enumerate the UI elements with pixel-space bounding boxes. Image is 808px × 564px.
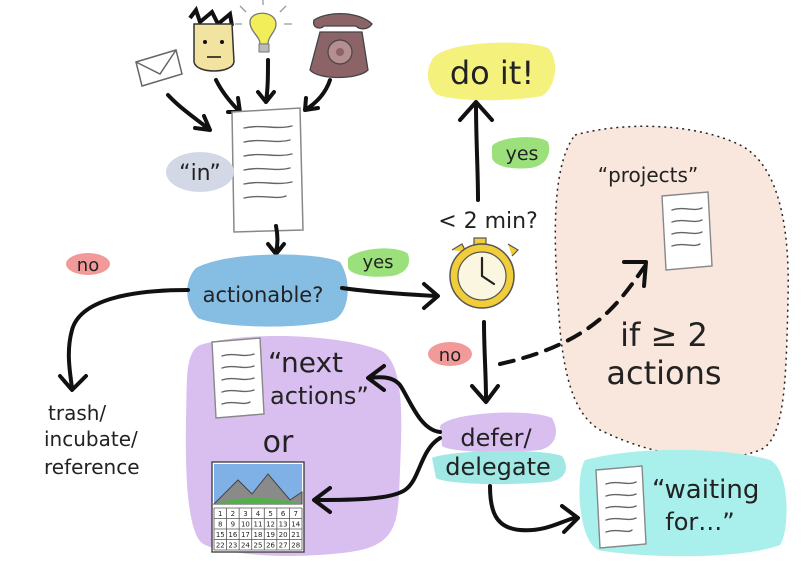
yes-actionable-blob <box>348 248 410 277</box>
stopwatch-icon <box>449 237 519 309</box>
calendar-day: 6 <box>281 510 286 518</box>
yes-two-min-blob <box>492 137 550 169</box>
arrow-email-to-in <box>166 93 212 132</box>
no-two-min-label: no <box>439 345 461 366</box>
no-actionable-blob <box>66 253 110 275</box>
arrow-person-to-in <box>214 78 242 114</box>
calendar-day: 13 <box>279 521 288 529</box>
calendar-day: 16 <box>228 531 237 539</box>
calendar-day: 23 <box>228 542 237 550</box>
calendar-day: 5 <box>268 510 272 518</box>
projects-region <box>554 125 789 460</box>
arrow-to-trash <box>58 288 190 392</box>
calendar-day: 15 <box>216 531 225 539</box>
envelope-icon <box>135 49 183 87</box>
two-min-label: < 2 min? <box>438 209 538 234</box>
if-two-label: if ≥ 2 <box>620 316 708 354</box>
calendar-day: 7 <box>293 510 297 518</box>
arrow-defer-to-next-actions <box>366 364 442 434</box>
calendar-day: 2 <box>231 510 235 518</box>
trash-label-line2: incubate/ <box>44 427 138 451</box>
calendar-day: 27 <box>279 542 288 550</box>
calendar-day: 1 <box>218 510 222 518</box>
trash-label-line3: reference <box>44 455 140 479</box>
next-actions-label-line2: actions” <box>270 382 369 410</box>
calendar-day: 26 <box>266 542 275 550</box>
actionable-label: actionable? <box>203 283 324 307</box>
trash-label-line1: trash/ <box>48 401 106 425</box>
in-label: “in” <box>179 161 221 186</box>
arrow-to-projects <box>498 264 647 366</box>
inbox-document <box>231 107 304 233</box>
waiting-for-label-line1: “waiting <box>652 475 759 505</box>
calendar-day: 3 <box>243 510 247 518</box>
delegate-label: delegate <box>445 453 551 481</box>
calendar-day: 22 <box>216 542 225 550</box>
in-blob <box>166 152 234 192</box>
person-icon <box>188 5 235 72</box>
arrow-to-do-it <box>458 100 494 202</box>
calendar-day: 25 <box>254 542 263 550</box>
actionable-blob <box>187 254 348 327</box>
lightbulb-icon <box>235 0 292 53</box>
do-it-label: do it! <box>450 54 534 92</box>
projects-document <box>661 191 713 271</box>
calendar-day: 4 <box>256 510 261 518</box>
arrow-to-projects-head <box>622 260 648 288</box>
calendar-day: 21 <box>291 531 300 539</box>
yes-actionable-label: yes <box>362 252 393 273</box>
calendar-day: 14 <box>291 521 300 529</box>
next-actions-document <box>211 337 265 419</box>
arrow-delegate-to-waiting <box>488 484 580 534</box>
telephone-icon <box>309 12 373 79</box>
no-two-min-blob <box>428 342 472 366</box>
projects-label: “projects” <box>598 163 699 187</box>
calendar-day: 18 <box>254 531 263 539</box>
calendar-day: 10 <box>241 521 250 529</box>
waiting-for-document <box>595 465 647 549</box>
delegate-blob <box>432 450 566 485</box>
calendar-day: 9 <box>231 521 235 529</box>
calendar-day: 28 <box>291 542 300 550</box>
actions-label: actions <box>606 354 721 392</box>
defer-blob <box>440 412 556 453</box>
arrow-clock-to-defer <box>470 320 500 404</box>
next-actions-label-line1: “next <box>268 346 343 379</box>
calendar-day: 11 <box>254 521 263 529</box>
arrow-defer-to-calendar <box>312 436 442 514</box>
arrow-idea-to-in <box>256 58 276 104</box>
arrow-phone-to-in <box>303 78 332 112</box>
no-actionable-label: no <box>77 255 99 276</box>
calendar-day: 24 <box>241 542 250 550</box>
arrow-in-to-actionable <box>266 224 286 256</box>
calendar-day: 12 <box>266 521 275 529</box>
calendar-day: 20 <box>279 531 288 539</box>
calendar-day: 8 <box>218 521 222 529</box>
arrow-actionable-to-clock <box>340 282 440 310</box>
defer-label: defer/ <box>460 424 532 452</box>
or-label: or <box>263 425 294 460</box>
calendar-day: 17 <box>241 531 250 539</box>
do-it-blob <box>427 42 556 101</box>
waiting-for-label-line2: for…” <box>665 508 734 536</box>
calendar-day: 19 <box>266 531 275 539</box>
yes-two-min-label: yes <box>506 143 539 165</box>
